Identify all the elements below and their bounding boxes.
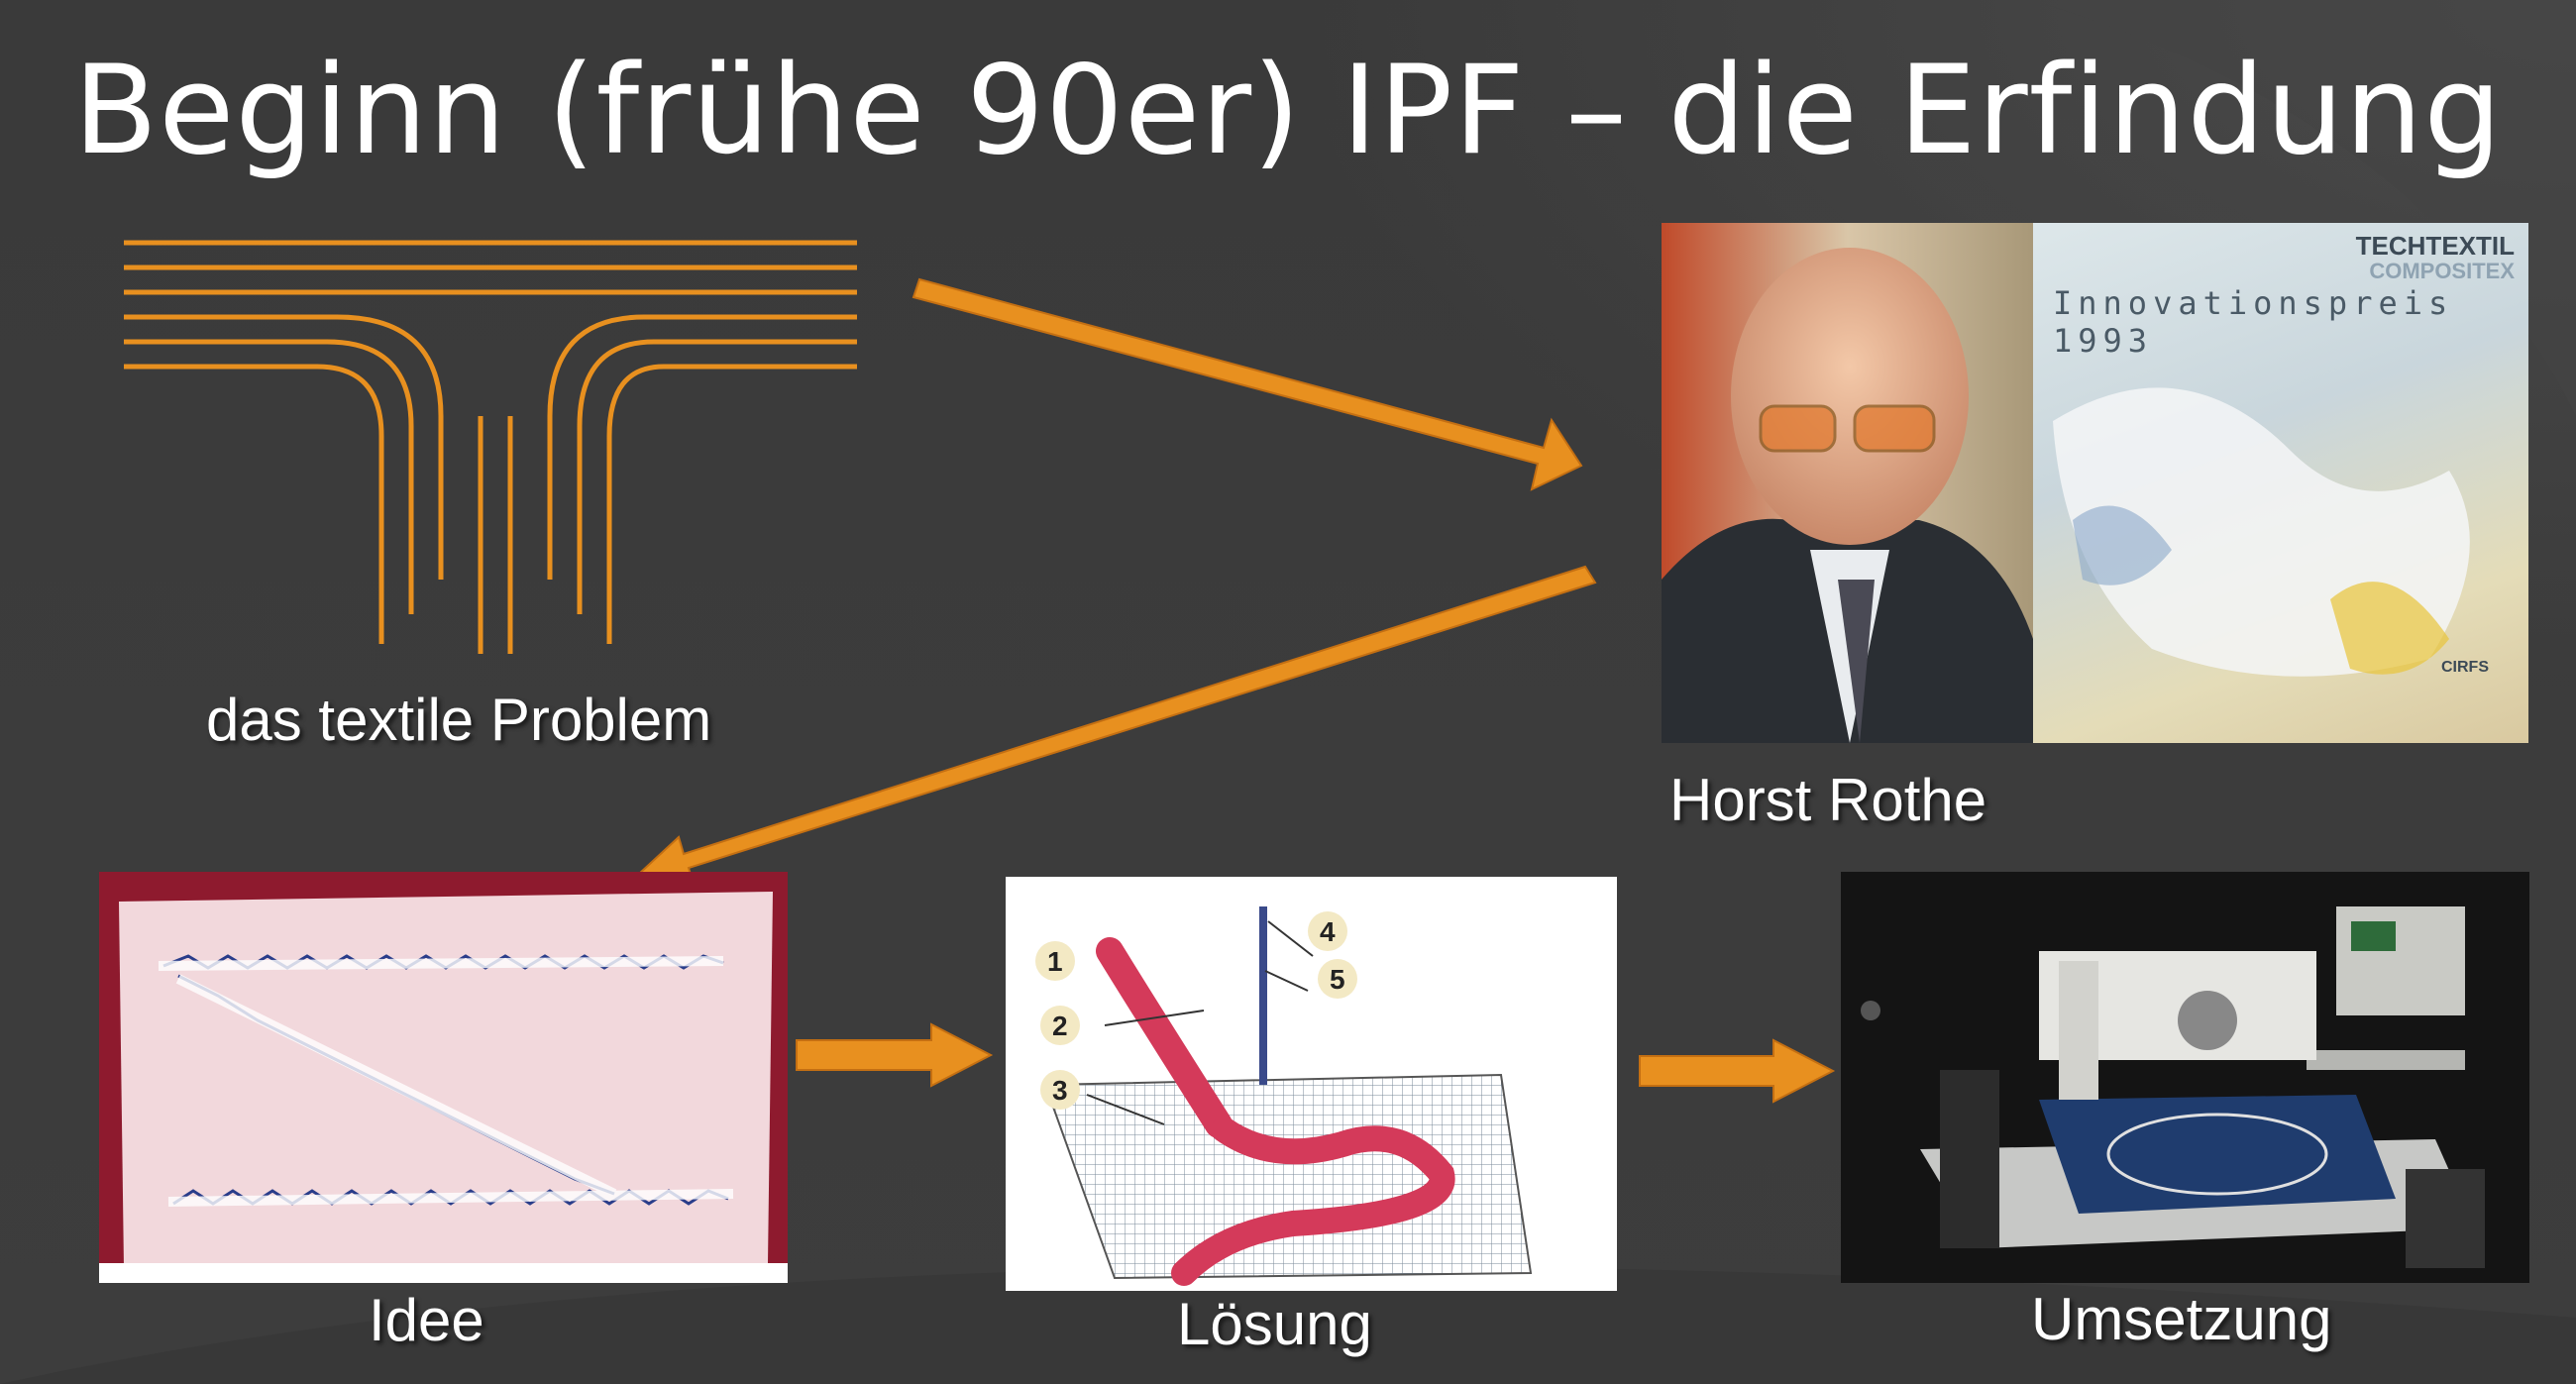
caption-loesung: Lösung bbox=[1177, 1291, 1372, 1357]
portrait-and-certificate-panel: TECHTEXTIL COMPOSITEX Innovationspreis 1… bbox=[1662, 223, 2528, 743]
label-2: 2 bbox=[1052, 1011, 1068, 1041]
caption-idee: Idee bbox=[369, 1287, 484, 1353]
certificate-award-title: Innovationspreis 1993 bbox=[2053, 284, 2454, 360]
embroidery-machine-image bbox=[1861, 906, 2485, 1268]
portrait-photo bbox=[1662, 223, 2033, 743]
loesung-diagram: 1 2 3 4 5 bbox=[1006, 877, 1617, 1291]
label-1: 1 bbox=[1047, 946, 1063, 977]
idee-photo bbox=[99, 872, 788, 1283]
idee-fabric-sample bbox=[99, 892, 788, 1283]
loesung-sketch: 1 2 3 4 5 bbox=[1035, 906, 1533, 1286]
caption-person: Horst Rothe bbox=[1669, 767, 1987, 833]
certificate-fabric-image bbox=[2053, 387, 2470, 677]
certificate-brand-bottom: COMPOSITEX bbox=[2369, 259, 2515, 283]
label-5: 5 bbox=[1330, 964, 1345, 995]
caption-umsetzung: Umsetzung bbox=[2031, 1286, 2332, 1352]
certificate-org: CIRFS bbox=[2441, 659, 2489, 676]
textile-problem-fibers-illustration bbox=[124, 240, 857, 654]
label-3: 3 bbox=[1052, 1075, 1068, 1106]
label-4: 4 bbox=[1320, 916, 1336, 947]
certificate: TECHTEXTIL COMPOSITEX Innovationspreis 1… bbox=[2033, 223, 2528, 743]
umsetzung-photo bbox=[1841, 872, 2529, 1283]
caption-problem: das textile Problem bbox=[206, 687, 712, 753]
certificate-brand-top: TECHTEXTIL bbox=[2355, 231, 2515, 261]
slide-title: Beginn (frühe 90er) IPF – die Erfindung bbox=[73, 40, 2503, 182]
